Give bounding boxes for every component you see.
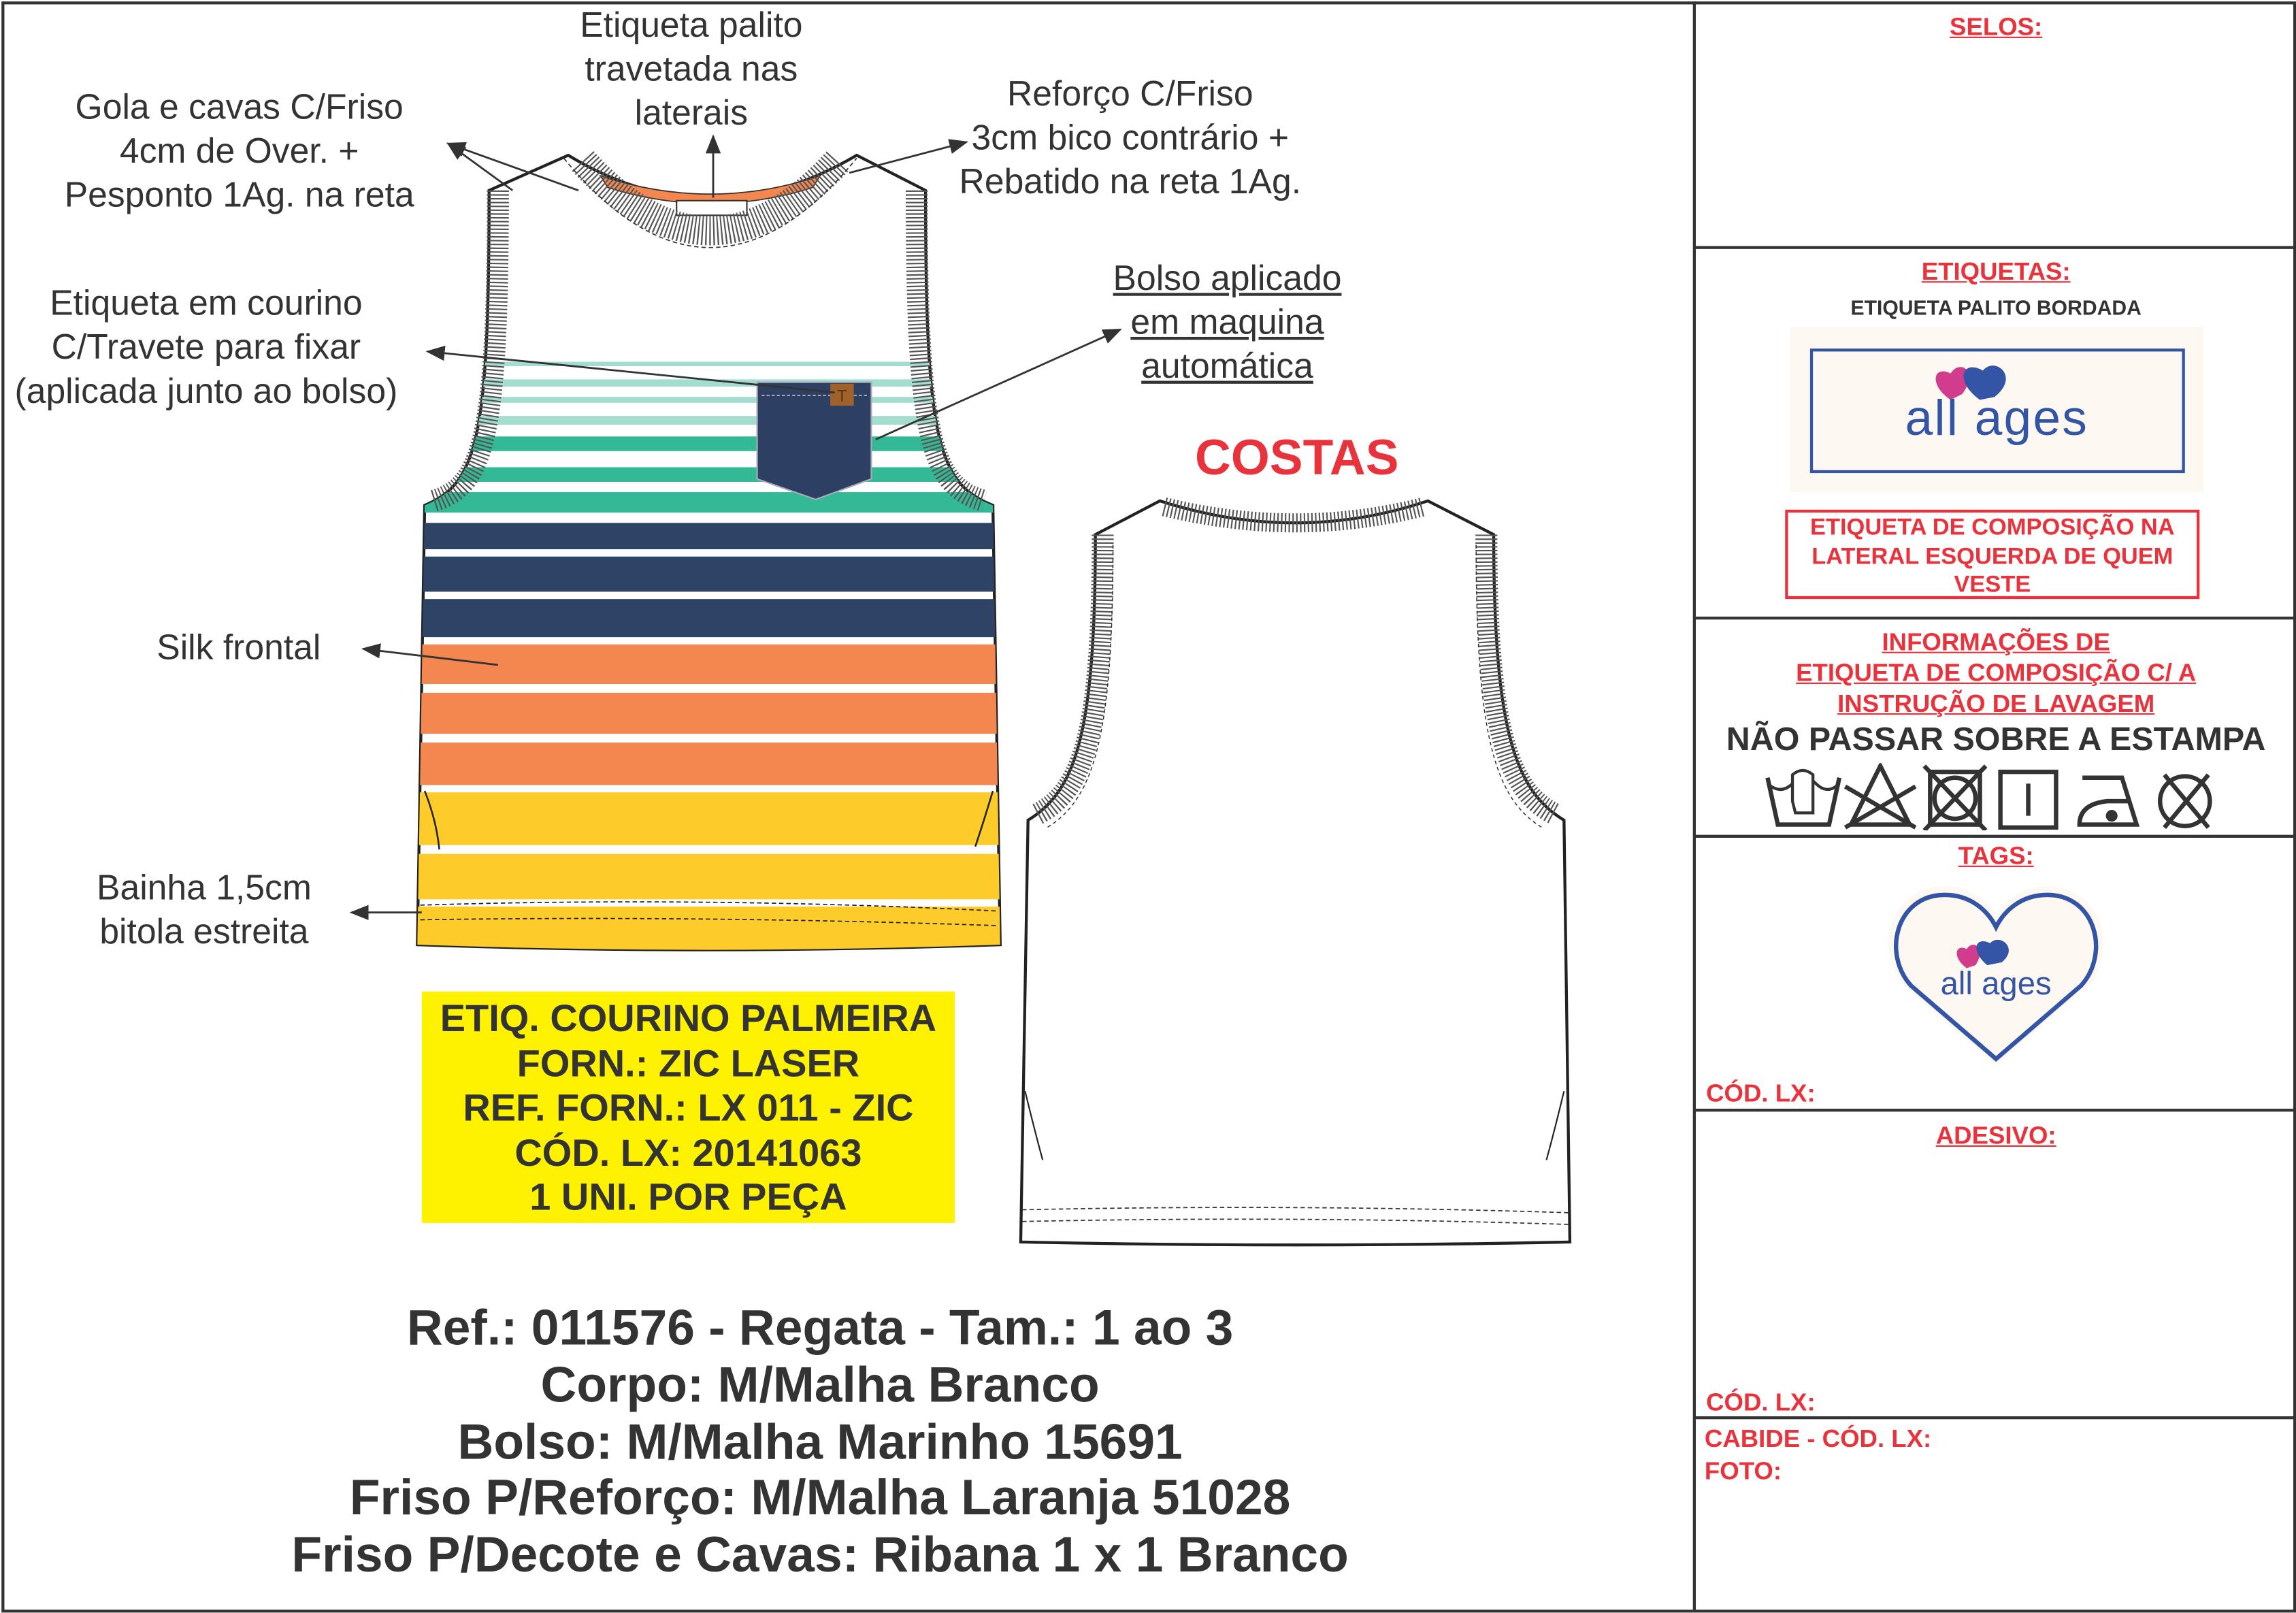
armhole-rib-left	[430, 190, 509, 512]
sticker-code-label: CÓD. LX:	[1706, 1388, 1816, 1416]
do-not-bleach-icon	[1843, 763, 1917, 830]
tags-code-label: CÓD. LX:	[1706, 1079, 1816, 1107]
do-not-iron-print-warning: NÃO PASSAR SOBRE A ESTAMPA	[1726, 720, 2266, 757]
heart-hang-tag: all ages	[1888, 885, 2104, 1065]
section-tags-title: TAGS:	[1958, 842, 2034, 870]
pocket	[756, 381, 872, 500]
section-etiquetas-title: ETIQUETAS:	[1921, 257, 2071, 286]
divider	[1696, 246, 2296, 249]
neck-rib	[572, 151, 849, 246]
svg-text:T: T	[837, 388, 847, 406]
section-adesivo-title: ADESIVO:	[1935, 1122, 2056, 1150]
trims-panel: SELOS: ETIQUETAS: ETIQUETA PALITO BORDAD…	[1692, 1, 2296, 1610]
do-not-dry-clean-icon	[2157, 773, 2212, 829]
brand-balloons-icon	[1935, 365, 2006, 400]
divider	[1696, 834, 2296, 838]
hanger-code-label: CABIDE - CÓD. LX:	[1704, 1424, 1932, 1453]
divider	[1696, 1109, 2296, 1112]
care-symbols	[1765, 763, 2212, 831]
photo-label: FOTO:	[1704, 1457, 1782, 1486]
neck-label	[676, 199, 748, 216]
line-dry-icon	[1998, 769, 2059, 830]
do-not-tumble-dry-icon	[1922, 764, 1988, 831]
embroidered-label-caption: ETIQUETA PALITO BORDADA	[1850, 295, 2142, 320]
annotation-arrows	[349, 134, 1122, 920]
brand-logo-text: all ages	[1941, 966, 2052, 1002]
silk-stripes	[417, 361, 1000, 950]
back-tank-top	[1019, 498, 1572, 1247]
brand-label: all ages	[1789, 326, 2204, 493]
back-neck-reinforcement	[599, 174, 822, 204]
annotation-silk: Silk frontal	[157, 628, 321, 668]
armhole-rib-right	[906, 190, 987, 512]
divider	[1696, 616, 2296, 620]
leather-palm-tag	[830, 383, 854, 406]
front-tank-top: T	[416, 151, 1002, 951]
garment-drawings: T	[349, 134, 1572, 1247]
iron-low-icon	[2077, 775, 2140, 827]
divider	[1696, 1416, 2296, 1420]
back-view-title: COSTAS	[1195, 430, 1399, 487]
section-selos-title: SELOS:	[1950, 13, 2043, 42]
hand-wash-icon	[1765, 768, 1842, 827]
brand-logo-text: all ages	[1905, 391, 2088, 447]
